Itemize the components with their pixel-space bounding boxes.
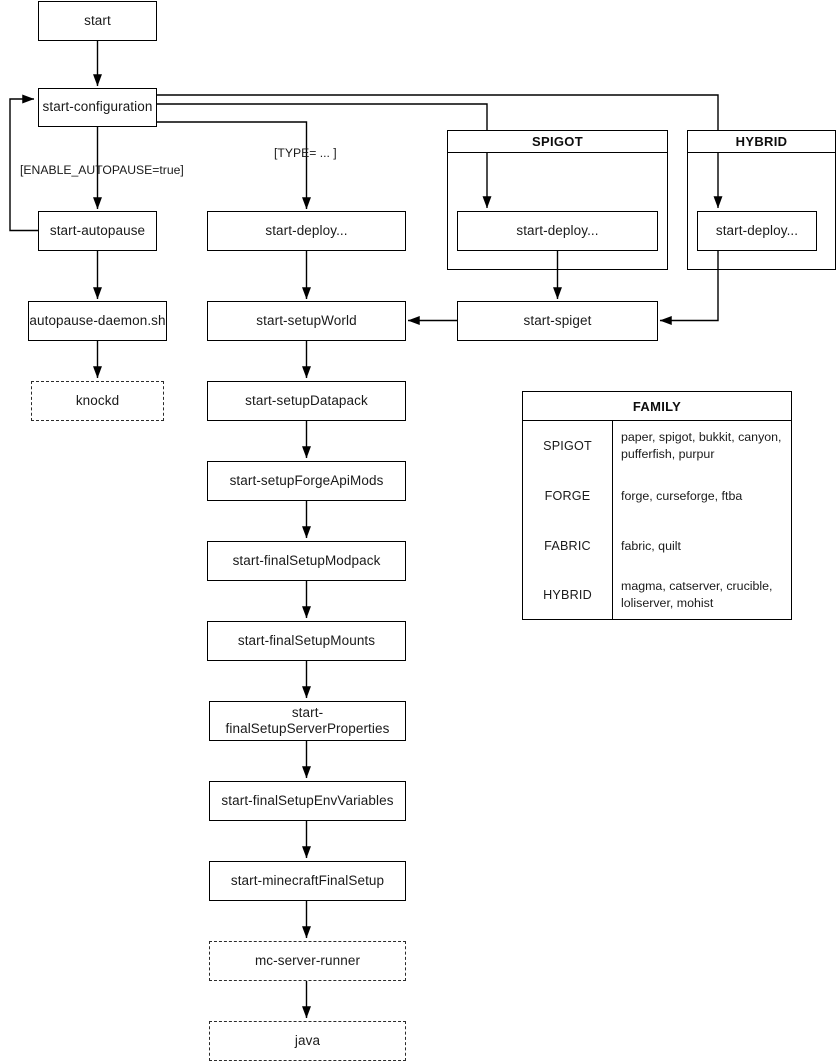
edge-label-type: [TYPE= ... ] <box>274 146 337 160</box>
node-start-finalsetupserverproperties[interactable]: start-finalSetupServerProperties <box>209 701 406 741</box>
node-autopause-daemon[interactable]: autopause-daemon.sh <box>28 301 167 341</box>
node-start[interactable]: start <box>38 1 157 41</box>
node-knockd[interactable]: knockd <box>31 381 164 421</box>
node-start-deploy-hybrid[interactable]: start-deploy... <box>697 211 817 251</box>
legend-row: FORGE forge, curseforge, ftba <box>523 471 791 521</box>
legend-value: forge, curseforge, ftba <box>621 488 743 503</box>
legend-key: SPIGOT <box>523 421 613 471</box>
legend-row: HYBRID magma, catserver, crucible, lolis… <box>523 571 791 619</box>
node-java[interactable]: java <box>209 1021 406 1061</box>
node-mc-server-runner[interactable]: mc-server-runner <box>209 941 406 981</box>
legend-value: fabric, quilt <box>621 538 681 553</box>
group-spigot-title: SPIGOT <box>448 131 667 153</box>
node-start-setupworld[interactable]: start-setupWorld <box>207 301 406 341</box>
node-start-autopause[interactable]: start-autopause <box>38 211 157 251</box>
group-hybrid: HYBRID <box>687 130 836 270</box>
legend-row: FABRIC fabric, quilt <box>523 521 791 571</box>
legend-key: FORGE <box>523 471 613 521</box>
legend-family-table: FAMILY SPIGOT paper, spigot, bukkit, can… <box>522 391 792 620</box>
edge-label-enable-autopause: [ENABLE_AUTOPAUSE=true] <box>20 163 184 177</box>
legend-title: FAMILY <box>523 392 791 421</box>
legend-body: SPIGOT paper, spigot, bukkit, canyon, pu… <box>523 421 791 619</box>
node-start-finalsetupmounts[interactable]: start-finalSetupMounts <box>207 621 406 661</box>
node-start-minecraftfinalsetup[interactable]: start-minecraftFinalSetup <box>209 861 406 901</box>
node-start-finalsetupmodpack[interactable]: start-finalSetupModpack <box>207 541 406 581</box>
legend-value: paper, spigot, bukkit, canyon, pufferfis… <box>621 430 782 461</box>
node-start-finalsetupenvvariables[interactable]: start-finalSetupEnvVariables <box>209 781 406 821</box>
node-start-spiget[interactable]: start-spiget <box>457 301 658 341</box>
node-start-deploy-spigot[interactable]: start-deploy... <box>457 211 658 251</box>
legend-key: HYBRID <box>523 571 613 619</box>
node-start-setupdatapack[interactable]: start-setupDatapack <box>207 381 406 421</box>
node-start-deploy-main[interactable]: start-deploy... <box>207 211 406 251</box>
legend-value: magma, catserver, crucible, loliserver, … <box>621 579 773 610</box>
node-start-configuration[interactable]: start-configuration <box>38 88 157 127</box>
legend-key: FABRIC <box>523 521 613 571</box>
node-start-setupforgeapimods[interactable]: start-setupForgeApiMods <box>207 461 406 501</box>
group-hybrid-title: HYBRID <box>688 131 835 153</box>
legend-row: SPIGOT paper, spigot, bukkit, canyon, pu… <box>523 421 791 471</box>
